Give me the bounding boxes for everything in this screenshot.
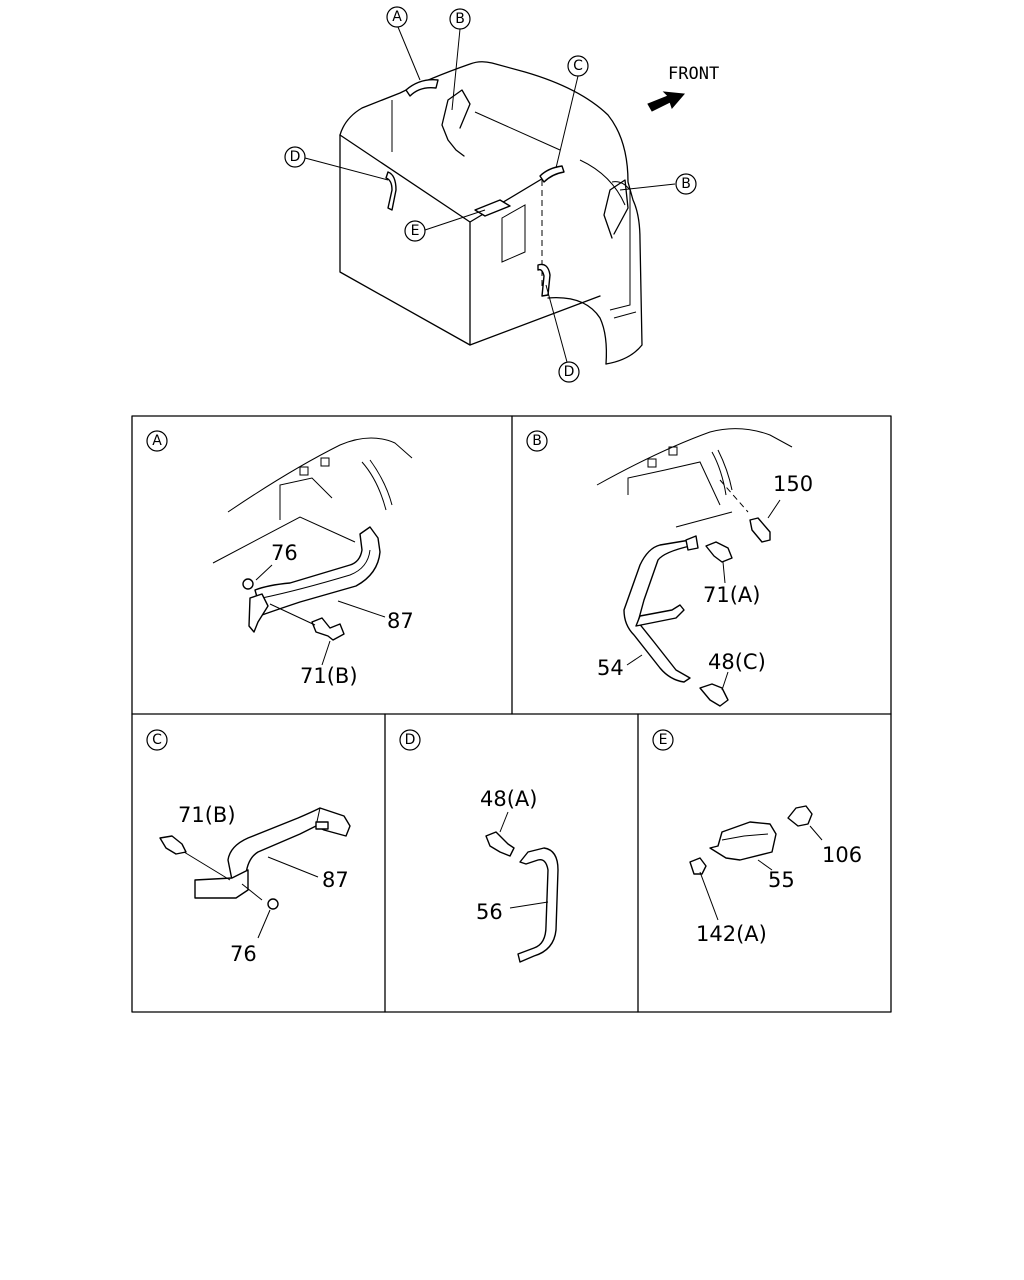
front-label: FRONT <box>668 64 719 84</box>
callout-d-left: D <box>284 146 306 168</box>
panel-d: D 48(A) 56 <box>399 729 559 963</box>
part-number-label: 56 <box>476 900 503 924</box>
callout-letter: C <box>573 58 583 74</box>
callout-letter: D <box>564 364 575 380</box>
callout-b-top: B <box>449 8 471 30</box>
front-arrow-icon <box>647 91 686 112</box>
callout-letter: B <box>455 11 465 27</box>
panel-letter: B <box>532 433 542 449</box>
part-number-label: 76 <box>230 942 257 966</box>
panel-letter: D <box>405 732 416 748</box>
callout-d-bottom: D <box>558 361 580 383</box>
panel-e: E 106 55 142(A) <box>652 729 862 946</box>
panel-b: B 150 71(A) 48(C) 54 <box>526 428 813 707</box>
part-number-label: 87 <box>387 609 414 633</box>
part-number-label: 150 <box>773 472 813 496</box>
panel-grid <box>131 415 892 1013</box>
callout-c: C <box>567 55 589 77</box>
part-number-label: 71(B) <box>178 803 236 827</box>
callout-a: A <box>386 6 408 28</box>
part-number-label: 71(B) <box>300 664 358 688</box>
panel-letter: E <box>659 732 668 748</box>
callout-letter: E <box>411 223 420 239</box>
panel-letter: A <box>152 433 162 449</box>
part-number-label: 48(C) <box>708 650 766 674</box>
callout-b-right: B <box>675 173 697 195</box>
callout-e: E <box>404 220 426 242</box>
part-number-label: 106 <box>822 843 862 867</box>
callout-letter: B <box>681 176 691 192</box>
part-number-label: 142(A) <box>696 922 767 946</box>
part-number-label: 71(A) <box>703 583 760 607</box>
part-number-label: 48(A) <box>480 787 537 811</box>
panel-letter: C <box>152 732 162 748</box>
callout-letter: A <box>392 9 402 25</box>
part-number-label: 55 <box>768 868 795 892</box>
callout-letter: D <box>290 149 301 165</box>
part-number-label: 87 <box>322 868 349 892</box>
panel-a: A 76 87 71(B) <box>146 430 414 688</box>
part-number-label: 54 <box>597 656 624 680</box>
panel-c: C 71(B) 87 76 <box>146 729 351 966</box>
part-number-label: 76 <box>271 541 298 565</box>
cab-overview: FRONT <box>304 26 719 365</box>
